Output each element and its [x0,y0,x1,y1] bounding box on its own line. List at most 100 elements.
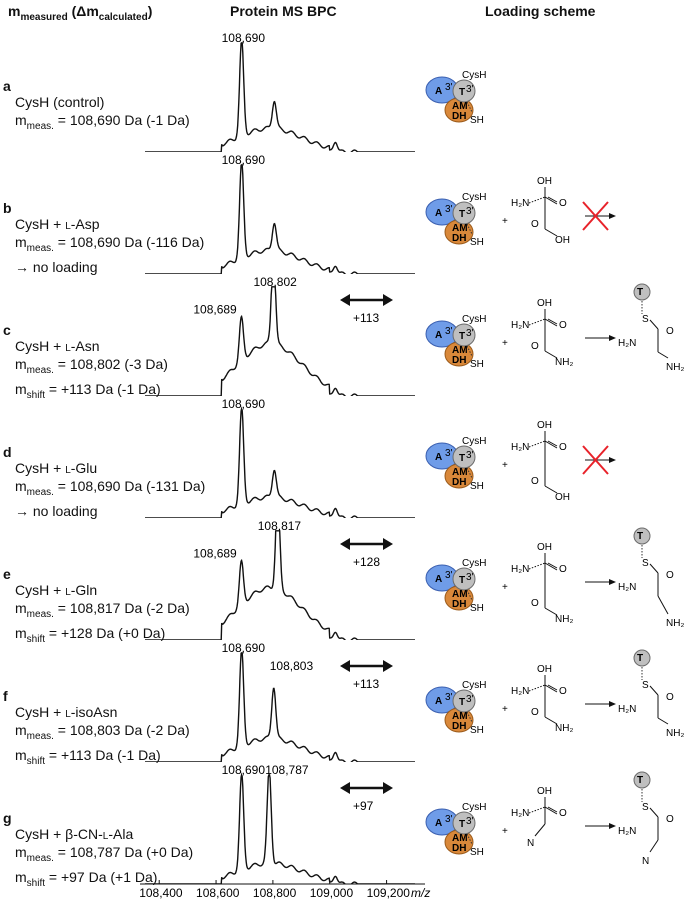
oh-label: OH [537,420,552,431]
t3-domain-icon [633,771,651,789]
t3-domain-icon [452,689,476,713]
axis-tick-label: 109,200 [367,886,411,899]
h2n-label: H₂N [511,442,529,453]
arrowhead-right [383,294,393,306]
description-line-3: mshift = +128 Da (+0 Da) [15,624,166,645]
description-line-1: CysH + β-CN-l-Ala [15,826,134,842]
ms-trace [145,42,415,152]
a3-label: A [435,86,442,97]
description-line-1: CysH + l-Gln [15,582,98,598]
a3-sub-label: 3' [445,692,453,703]
h2n-label: H₂N [511,564,529,575]
peak-label: 108,803 [270,659,314,673]
bond [657,595,669,615]
h2n-label: H₂N [511,320,529,331]
cysh-label: CysH [462,70,486,81]
bond [544,716,558,725]
peak-label: 108,689 [193,547,237,561]
o-label: O [531,341,539,352]
a3-label: A [435,574,442,585]
a3-sub-label: 3' [445,326,453,337]
reaction-arrowhead [609,213,616,219]
sh-label: SH [470,237,484,248]
am-label: AM [452,101,468,112]
mass-shift-label: +128 [353,555,380,569]
t3-label: T [637,287,643,298]
bond [544,228,558,237]
bond [544,440,558,449]
description-line-2: mmeas. = 108,787 Da (+0 Da) [15,844,194,864]
t3-sub-label: 3' [466,816,474,827]
reaction-arrowhead [609,823,616,829]
peak-label: 108,817 [258,519,302,533]
bond [544,196,558,205]
axis-tick-label: 108,600 [196,886,240,899]
bond [547,806,558,813]
arrowhead-right [383,782,393,794]
t3-domain-icon [633,649,651,667]
t3-domain-icon [452,567,476,591]
cysh-label: CysH [462,680,486,691]
sh-label: SH [470,847,484,858]
o-label: O [666,326,674,337]
header-measured-mass: mmeasured (Δmcalculated) [8,3,153,23]
bond [657,717,669,725]
arrowhead-left [340,538,350,550]
description-line-1: CysH (control) [15,94,105,110]
panel-label: a [3,78,11,94]
plus-sign: + [502,582,508,593]
description-line-3: mshift = +113 Da (-1 Da) [15,746,161,767]
sh-label: SH [470,359,484,370]
side-label: NH₂ [555,614,573,625]
peak-label: 108,690 [222,397,266,411]
cysh-label: CysH [462,192,486,203]
a3-sub-label: 3' [445,570,453,581]
s-label: S [642,680,649,691]
bond [544,562,558,571]
side-label: OH [555,492,570,503]
t3-label: T [459,209,465,220]
h2n-label: H₂N [511,686,529,697]
o-label: O [559,686,567,697]
peak-label: 108,690 [222,31,266,45]
side-label: NH₂ [666,728,684,739]
t3-label: T [459,697,465,708]
reaction-arrowhead [609,457,616,463]
bond [547,196,558,203]
o-label: O [559,808,567,819]
oh-label: OH [537,786,552,797]
ms-trace [145,164,415,274]
o-label: O [666,570,674,581]
pan-arm [466,101,473,113]
pan-arm [466,223,473,235]
h2n-label: H₂N [511,198,529,209]
am-label: AM [452,467,468,478]
header-protein-ms-bpc: Protein MS BPC [230,3,337,19]
bond [544,318,558,327]
ms-trace [145,772,415,884]
plus-sign: + [502,216,508,227]
bond [547,440,558,447]
bond [657,351,669,359]
t3-label: T [459,819,465,830]
axis-tick-label: 108,800 [253,886,297,899]
mass-shift-label: +97 [353,799,374,813]
description-line-3: mshift = +97 Da (+1 Da) [15,868,158,889]
no-reaction-cross [582,201,609,231]
description-line-3: → no loading [15,502,98,519]
a3-sub-label: 3' [445,204,453,215]
t3-sub-label: 3' [466,206,474,217]
t3-label: T [459,87,465,98]
o-label: O [531,598,539,609]
bond [649,563,659,574]
t3-label: T [459,575,465,586]
description-line-1: CysH + l-Asn [15,338,100,354]
t3-domain-icon [633,283,651,301]
